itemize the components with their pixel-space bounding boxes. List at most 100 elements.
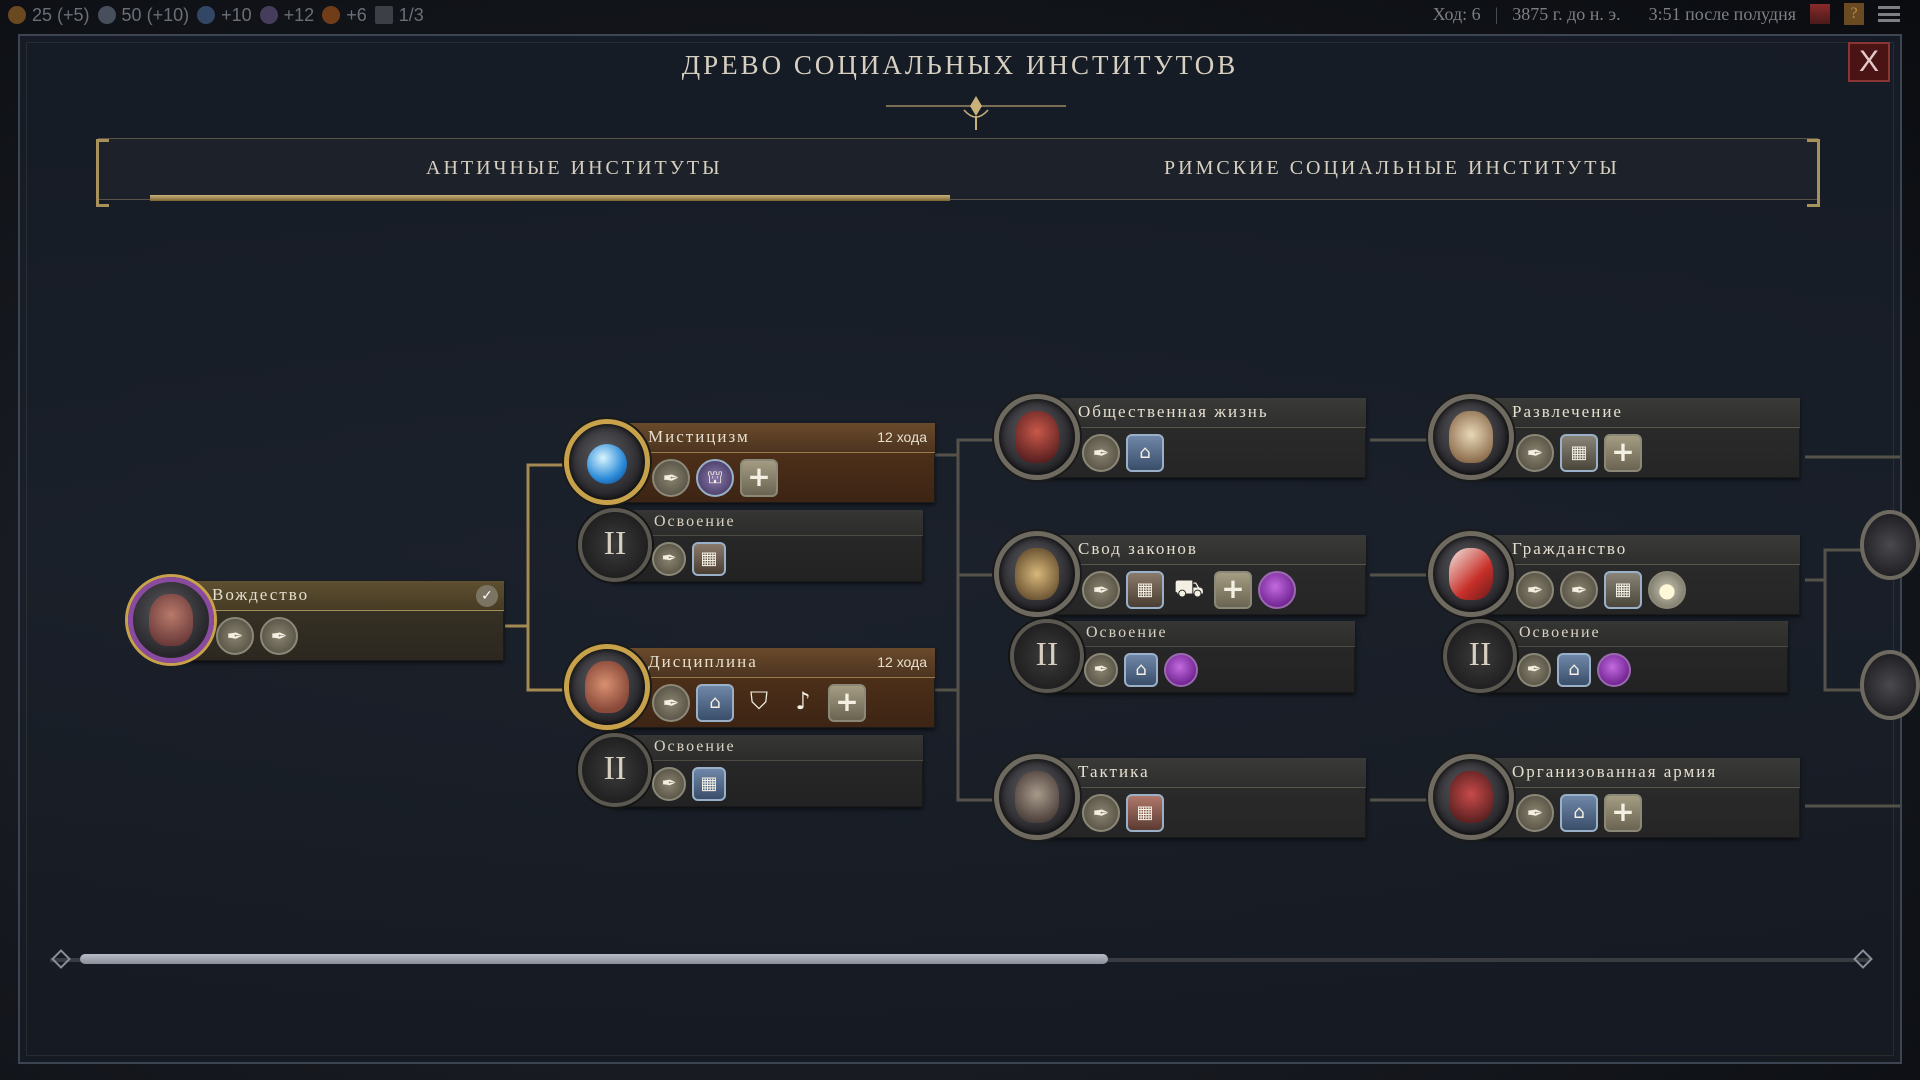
mastery-level-badge: II (578, 733, 652, 807)
quill-icon[interactable]: ✒ (1082, 794, 1120, 832)
tab-roman-institutions[interactable]: РИМСКИЕ СОЦИАЛЬНЫЕ ИНСТИТУТЫ (1164, 157, 1620, 179)
quill-icon[interactable]: ✒ (652, 542, 686, 576)
quill-icon[interactable]: ✒ (652, 767, 686, 801)
node-name: Общественная жизнь (1078, 402, 1269, 421)
organized-army-portrait (1428, 754, 1514, 840)
building-icon[interactable]: ⌂ (1124, 653, 1158, 687)
node-name: Организованная армия (1512, 762, 1718, 781)
horn-icon[interactable]: ♪ (795, 687, 811, 715)
node-name: Гражданство (1512, 539, 1628, 558)
node-namebar (612, 735, 923, 761)
quill-icon[interactable]: ✒ (1516, 571, 1554, 609)
tab-ancient-institutions[interactable]: АНТИЧНЫЕ ИНСТИТУТЫ (426, 157, 723, 179)
building-icon[interactable]: ▦ (1126, 571, 1164, 609)
node-organized-army[interactable]: Организованная армия ✒ ⌂ + (1428, 754, 1800, 840)
happiness-resource[interactable]: +6 (322, 5, 367, 26)
bulb-icon[interactable]: ● (1648, 571, 1686, 609)
building-icon[interactable]: ▦ (692, 542, 726, 576)
node-namebar (1034, 758, 1366, 788)
node-code-of-laws[interactable]: Свод законов ✒ ▦ ⛟ + (994, 531, 1366, 617)
quill-icon[interactable]: ✒ (652, 684, 690, 722)
mastery-level-badge: II (578, 508, 652, 582)
node-namebar (1034, 398, 1366, 428)
plus-icon[interactable]: + (1604, 434, 1642, 472)
building-icon[interactable]: ⌂ (1560, 794, 1598, 832)
menu-icon[interactable] (1878, 6, 1900, 22)
quill-icon[interactable]: ✒ (1082, 434, 1120, 472)
turns-label: 12 хода (877, 429, 927, 445)
node-discipline-mastery[interactable]: Освоение II ✒ ▦ (578, 733, 923, 807)
quill-icon[interactable]: ✒ (652, 459, 690, 497)
node-code-of-laws-mastery[interactable]: Освоение II ✒ ⌂ (1010, 619, 1355, 693)
plus-icon[interactable]: + (828, 684, 866, 722)
node-tactics[interactable]: Тактика ✒ ▦ (994, 754, 1366, 840)
node-name: Освоение (1086, 624, 1168, 641)
node-chiefdom[interactable]: Вождество ✓ ✒ ✒ (128, 577, 504, 663)
shield-icon[interactable]: ⛉ (750, 687, 768, 715)
building-icon[interactable]: ⌂ (1557, 653, 1591, 687)
citizenship-portrait (1428, 531, 1514, 617)
music-note-icon (259, 6, 278, 24)
quill-icon[interactable]: ✒ (1560, 571, 1598, 609)
quill-icon[interactable]: ✒ (216, 617, 254, 655)
culture-resource[interactable]: +12 (259, 5, 314, 26)
help-icon[interactable]: ? (1844, 3, 1864, 25)
node-entertainment[interactable]: Развлечение ✒ ▦ + (1428, 394, 1800, 480)
plus-icon[interactable]: + (1604, 794, 1642, 832)
quill-icon[interactable]: ✒ (1517, 653, 1551, 687)
horizontal-scrollbar-thumb[interactable] (80, 954, 1108, 964)
node-discipline[interactable]: Дисциплина 12 хода ✒ ⌂ ⛉ ♪ + (564, 644, 935, 730)
reward-icons: ✒ ▦ (1082, 794, 1164, 832)
building-icon[interactable]: ▦ (1126, 794, 1164, 832)
reward-icons: ✒ ⛫ + (652, 459, 778, 497)
reward-icons: ✒ ▦ + (1516, 434, 1642, 472)
node-namebar (1477, 621, 1788, 647)
node-mysticism[interactable]: Мистицизм 12 хода ✒ ⛫ + (564, 419, 935, 505)
offscreen-node[interactable] (1860, 650, 1920, 720)
reward-icons: ✒ ⌂ + (1516, 794, 1642, 832)
quill-icon[interactable]: ✒ (1516, 794, 1554, 832)
era-tabs: АНТИЧНЫЕ ИНСТИТУТЫ РИМСКИЕ СОЦИАЛЬНЫЕ ИН… (96, 138, 1820, 207)
clock-label: 3:51 после полудня (1648, 3, 1796, 24)
node-citizenship-mastery[interactable]: Освоение II ✒ ⌂ (1443, 619, 1788, 693)
forum-icon[interactable]: ⌂ (1126, 434, 1164, 472)
flask-icon (197, 6, 216, 24)
quill-icon[interactable]: ✒ (1516, 434, 1554, 472)
reward-icons: ✒ ⌂ (1517, 653, 1631, 687)
gold-resource[interactable]: 25 (+5) (8, 5, 90, 26)
node-mysticism-mastery[interactable]: Освоение II ✒ ▦ (578, 508, 923, 582)
node-name: Вождество (212, 585, 310, 604)
quill-icon[interactable]: ✒ (1084, 653, 1118, 687)
cities-resource[interactable]: 1/3 (374, 5, 424, 26)
barracks-icon[interactable]: ⌂ (696, 684, 734, 722)
science-resource[interactable]: 50 (+10) (97, 5, 189, 26)
node-name: Тактика (1078, 762, 1150, 781)
plus-icon[interactable]: + (740, 459, 778, 497)
faith-resource[interactable]: +10 (197, 5, 252, 26)
gem-icon[interactable] (1164, 653, 1198, 687)
city-icon (374, 6, 393, 24)
node-name: Освоение (654, 738, 736, 755)
offscreen-node[interactable] (1860, 510, 1920, 580)
gem-icon[interactable] (1597, 653, 1631, 687)
chiefdom-portrait (128, 577, 214, 663)
building-icon[interactable]: ▦ (1604, 571, 1642, 609)
plus-icon[interactable]: + (1214, 571, 1252, 609)
public-life-portrait (994, 394, 1080, 480)
node-public-life[interactable]: Общественная жизнь ✒ ⌂ (994, 394, 1366, 480)
completed-check-icon: ✓ (476, 585, 498, 607)
node-namebar (1034, 535, 1366, 565)
node-namebar (1468, 758, 1800, 788)
node-citizenship[interactable]: Гражданство ✒ ✒ ▦ ● (1428, 531, 1800, 617)
trade-icon[interactable]: ⛟ (1173, 574, 1205, 602)
temple-icon[interactable]: ⛫ (696, 459, 734, 497)
reward-icons: ✒ ✒ (216, 617, 298, 655)
building-icon[interactable]: ▦ (692, 767, 726, 801)
close-button[interactable]: X (1848, 42, 1890, 82)
building-icon[interactable]: ▦ (1560, 434, 1598, 472)
flag-icon[interactable] (1810, 4, 1830, 24)
quill-icon[interactable]: ✒ (260, 617, 298, 655)
node-namebar (612, 510, 923, 536)
gem-icon[interactable] (1258, 571, 1296, 609)
quill-icon[interactable]: ✒ (1082, 571, 1120, 609)
